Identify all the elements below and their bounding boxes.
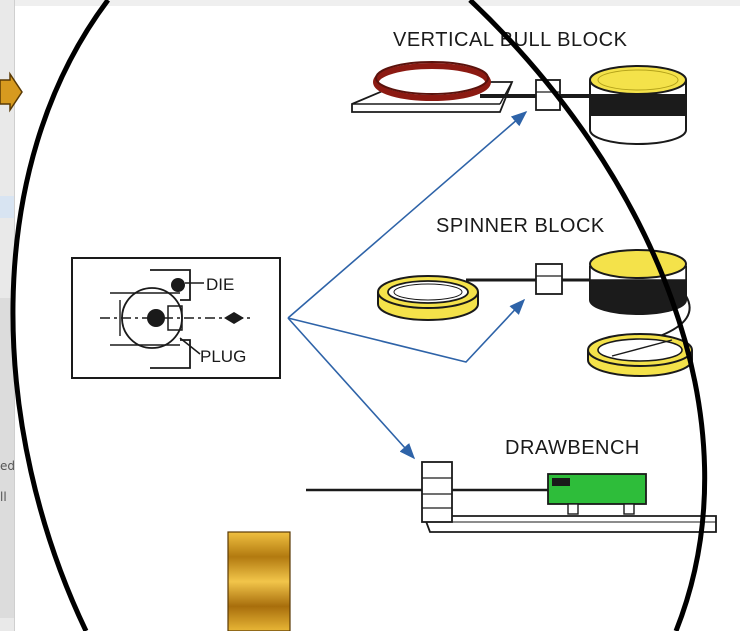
die-label: DIE — [206, 275, 234, 294]
process-arrows — [287, 110, 528, 460]
background-window-band — [0, 196, 14, 218]
background-window-panel — [0, 298, 14, 618]
vertical-bull-block: VERTICAL BULL BLOCK — [351, 29, 687, 145]
clipped-background-text: ed — [0, 459, 15, 473]
arrow-to-vertical-bull-block — [287, 110, 528, 319]
oval-outline-right — [468, 0, 708, 631]
oval-outline-left — [10, 0, 110, 631]
die-plug-inset: DIE PLUG — [71, 257, 281, 379]
drawbench-label: DRAWBENCH — [505, 437, 640, 459]
window-top-edge — [0, 0, 740, 6]
drawbench: DRAWBENCH — [306, 437, 717, 533]
arrow-to-spinner-block — [287, 298, 526, 363]
spinner-block-label: SPINNER BLOCK — [436, 215, 605, 237]
pointer-arrow-icon — [0, 71, 23, 113]
arrow-to-drawbench — [287, 317, 416, 460]
gold-tube-bar — [227, 531, 291, 631]
plug-label: PLUG — [200, 347, 246, 366]
clipped-background-text: ll — [0, 490, 7, 504]
spinner-block: SPINNER BLOCK — [377, 215, 693, 377]
